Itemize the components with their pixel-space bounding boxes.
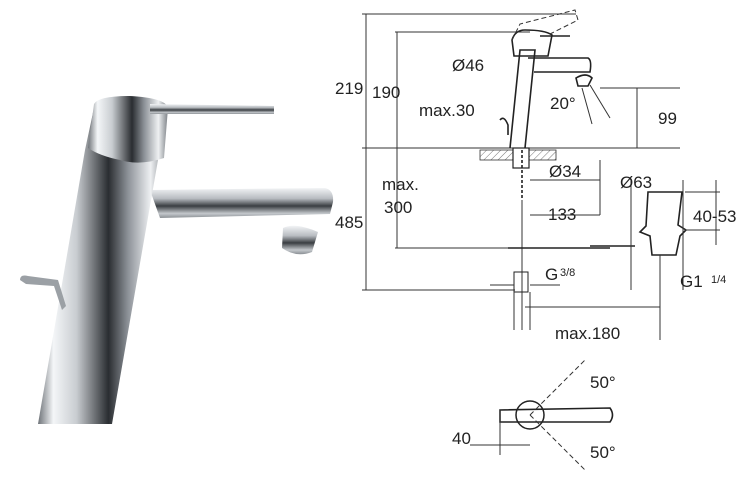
dimension-labels: 219 190 max.30 Ø46 20° 99 Ø34 max. 300 4… [335, 56, 736, 462]
faucet-lever [150, 104, 274, 114]
faucet-spout [150, 188, 334, 218]
dim-485: 485 [335, 213, 363, 232]
faucet-aerator [282, 225, 318, 255]
dim-angle-20: 20° [550, 94, 576, 113]
technical-drawing [362, 9, 720, 471]
dim-max-label: max. [382, 175, 419, 194]
dim-g1-fraction: 1/4 [711, 274, 726, 286]
dim-g-fraction: 3/8 [560, 267, 575, 279]
top-view [470, 359, 614, 471]
dim-99: 99 [658, 109, 677, 128]
dim-angle-50-bottom: 50° [590, 443, 616, 462]
dim-d46: Ø46 [452, 56, 484, 75]
pop-up-rod [20, 275, 66, 310]
dim-40: 40 [452, 429, 471, 448]
dim-219: 219 [335, 79, 363, 98]
dim-g: G [545, 265, 558, 284]
dim-max180: max.180 [555, 324, 620, 343]
dim-d63: Ø63 [620, 173, 652, 192]
dim-300: 300 [384, 198, 412, 217]
faucet-handle-cap [88, 96, 168, 163]
dim-133: 133 [548, 205, 576, 224]
dim-190: 190 [372, 83, 400, 102]
dim-g1: G1 [680, 272, 703, 291]
dim-40-53: 40-53 [693, 207, 736, 226]
dim-angle-50-top: 50° [590, 373, 616, 392]
dim-d34: Ø34 [549, 162, 581, 181]
dim-max30: max.30 [419, 101, 475, 120]
faucet-photo [20, 96, 334, 424]
faucet-body [38, 108, 166, 424]
